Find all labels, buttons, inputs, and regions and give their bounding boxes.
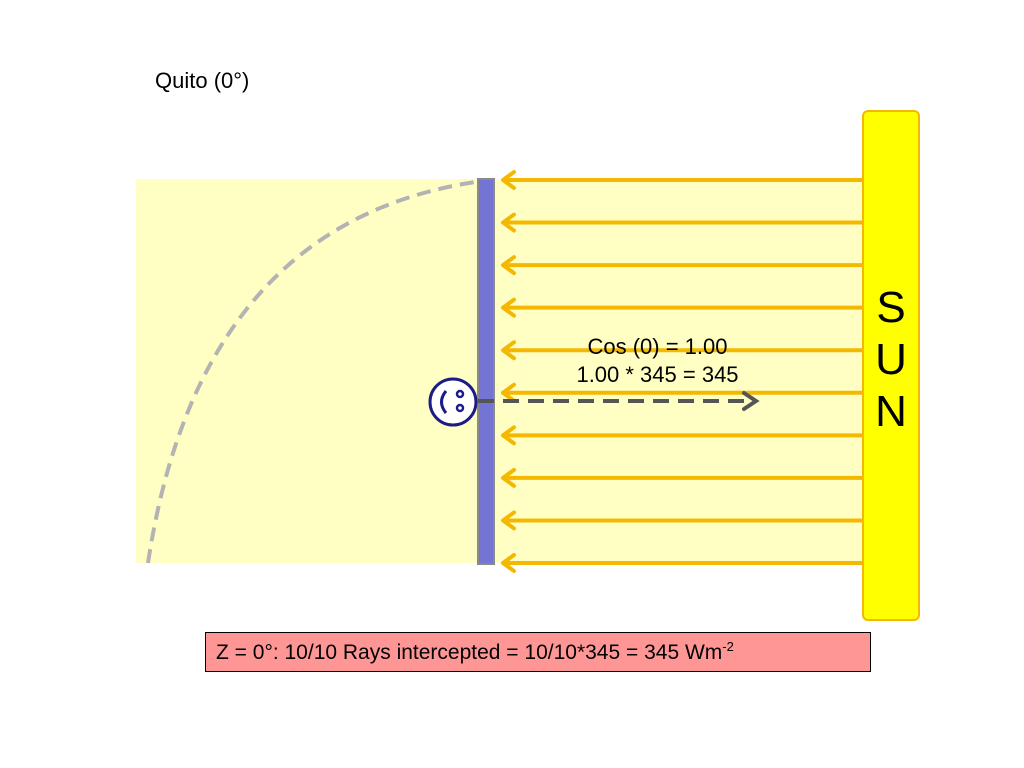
summary-box: Z = 0°: 10/10 Rays intercepted = 10/10*3… bbox=[205, 632, 871, 672]
sun-ray bbox=[501, 382, 862, 403]
summary-exponent: -2 bbox=[722, 639, 734, 654]
sun-ray bbox=[501, 425, 862, 446]
sun-ray bbox=[501, 467, 862, 488]
sun-ray bbox=[501, 340, 862, 361]
sun-ray bbox=[501, 510, 862, 531]
earth-curvature-arc bbox=[146, 179, 483, 564]
cosine-line-2: 1.00 * 345 = 345 bbox=[576, 362, 739, 387]
cosine-annotation: Cos (0) = 1.00 1.00 * 345 = 345 bbox=[540, 333, 775, 389]
sun-ray bbox=[501, 255, 862, 276]
sun-letter-u: U bbox=[875, 335, 907, 384]
sun-ray bbox=[501, 170, 862, 190]
sun-letter-s: S bbox=[876, 283, 906, 332]
sun-rays bbox=[501, 170, 862, 573]
sun-label: S U N bbox=[862, 282, 920, 438]
sun-ray bbox=[501, 297, 862, 318]
illuminated-field bbox=[136, 179, 868, 563]
cosine-line-1: Cos (0) = 1.00 bbox=[587, 334, 728, 359]
page-title: Quito (0°) bbox=[155, 68, 250, 93]
sun-letter-n: N bbox=[875, 387, 907, 436]
summary-text: Z = 0°: 10/10 Rays intercepted = 10/10*3… bbox=[216, 641, 723, 664]
sun-ray bbox=[501, 212, 862, 233]
sun-ray bbox=[501, 553, 862, 573]
smiley-face-icon bbox=[428, 377, 478, 427]
surface-plate bbox=[477, 178, 495, 565]
sun-outline bbox=[862, 110, 920, 621]
normal-vector-arrow bbox=[478, 391, 760, 411]
sun-body bbox=[863, 111, 919, 620]
